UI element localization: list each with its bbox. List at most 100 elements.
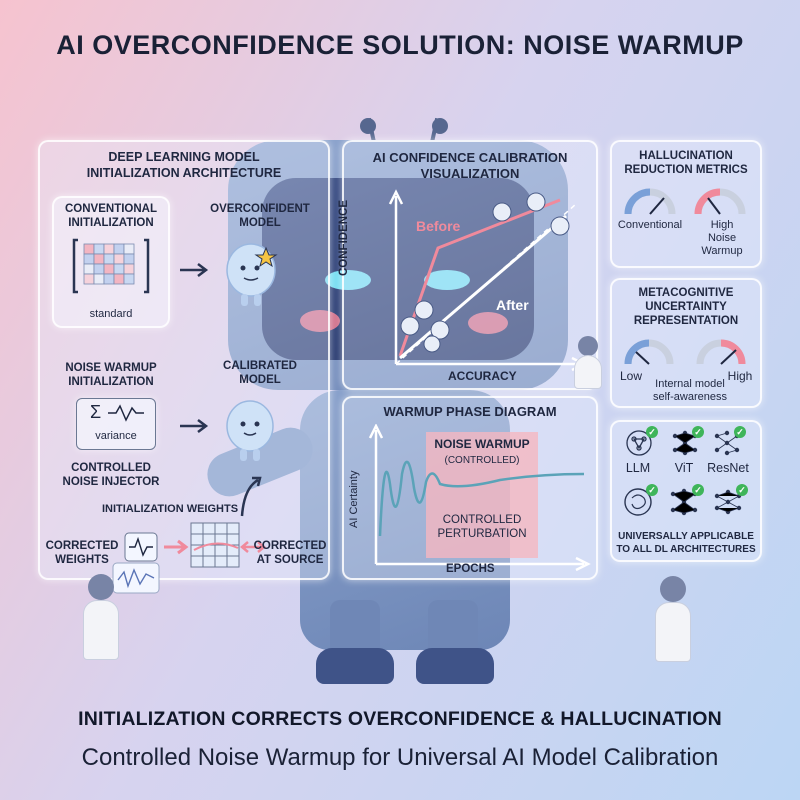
corrected-at-source-title-2: AT SOURCE bbox=[256, 554, 324, 566]
scientist-left-head bbox=[88, 574, 114, 600]
calibrated-model-title-2: MODEL bbox=[239, 374, 281, 386]
hallucination-panel-title-1: HALLUCINATION bbox=[639, 150, 733, 162]
noise-injector-box bbox=[76, 398, 156, 450]
check-icon: ✓ bbox=[734, 426, 746, 438]
initialization-panel-title-1: DEEP LEARNING MODEL bbox=[108, 150, 260, 164]
arrow-right-icon bbox=[180, 419, 209, 433]
robot-cheek-left bbox=[300, 310, 340, 332]
scientist-right-head bbox=[660, 576, 686, 602]
gauge-right-label-1: High bbox=[710, 219, 734, 231]
sigma-symbol: Σ bbox=[90, 402, 102, 422]
metacognitive-panel bbox=[610, 278, 762, 408]
gauge-noise-warmup-icon bbox=[694, 188, 746, 215]
certainty-curve bbox=[378, 460, 585, 537]
scientist-small-head bbox=[578, 336, 598, 356]
weight-grid-icon bbox=[190, 522, 240, 568]
footer-headline: INITIALIZATION CORRECTS OVERCONFIDENCE &… bbox=[78, 708, 722, 730]
calibrated-model-icon bbox=[226, 400, 274, 461]
before-label: Before bbox=[416, 218, 461, 234]
robot-foot-right bbox=[416, 648, 494, 684]
calibration-visualization-panel bbox=[342, 140, 598, 390]
check-icon: ✓ bbox=[646, 484, 658, 496]
robot-eye-left bbox=[325, 270, 371, 290]
noise-warmup-band bbox=[426, 432, 538, 558]
calibration-chart bbox=[388, 189, 587, 372]
conventional-title-1: CONVENTIONAL bbox=[65, 203, 157, 215]
layered-network-icon bbox=[714, 489, 742, 515]
initialization-panel-title-2: INITIALIZATION ARCHITECTURE bbox=[86, 166, 282, 180]
waveform-icon bbox=[108, 404, 144, 422]
warmup-y-label: AI Certainty bbox=[348, 470, 360, 528]
calibration-panel-title-2: VISUALIZATION bbox=[420, 166, 520, 181]
warmup-noise-title-2: (CONTROLLED) bbox=[444, 455, 520, 466]
warmup-x-label: EPOCHS bbox=[446, 563, 495, 575]
arrow-left-right-icon bbox=[240, 541, 266, 553]
gauge-low-icon bbox=[624, 339, 674, 365]
check-icon: ✓ bbox=[736, 484, 748, 496]
metacognitive-title-2: UNCERTAINTY bbox=[645, 301, 727, 313]
warmup-chart bbox=[368, 424, 591, 572]
arrow-right-icon bbox=[180, 263, 209, 277]
scientist-right-body bbox=[655, 602, 691, 662]
arrow-right-icon bbox=[164, 539, 189, 555]
corrected-weights-title-1: CORRECTED bbox=[45, 540, 119, 552]
page-title: AI OVERCONFIDENCE SOLUTION: NOISE WARMUP bbox=[56, 30, 744, 60]
check-icon: ✓ bbox=[692, 484, 704, 496]
robot-foot-left bbox=[316, 648, 394, 684]
perturbation-title-1: CONTROLLED bbox=[442, 514, 522, 526]
noise-warmup-title-1: NOISE WARMUP bbox=[65, 362, 157, 374]
feedback-arrow-icon bbox=[240, 476, 262, 517]
gauge-left-label: Conventional bbox=[617, 219, 683, 231]
robot-antenna-right-ball bbox=[432, 118, 448, 134]
hallucination-panel-title-2: REDUCTION METRICS bbox=[624, 164, 748, 176]
footer-subtitle: Controlled Noise Warmup for Universal AI… bbox=[81, 744, 719, 771]
calibrated-model-title-1: CALIBRATED bbox=[223, 360, 297, 372]
gauge-right-label-3: Warmup bbox=[701, 245, 743, 257]
corrected-weights-title-2: WEIGHTS bbox=[55, 554, 109, 566]
check-icon: ✓ bbox=[692, 426, 704, 438]
calibration-x-label: ACCURACY bbox=[448, 369, 517, 383]
initialization-weights-label: INITIALIZATION WEIGHTS bbox=[101, 503, 239, 515]
metacognitive-title-1: METACOGNITIVE bbox=[638, 287, 734, 299]
brain-network-icon bbox=[624, 488, 652, 516]
corrected-at-source-title-1: CORRECTED bbox=[253, 540, 327, 552]
overconfident-model-icon bbox=[226, 243, 278, 306]
weight-matrix-icon bbox=[72, 238, 150, 294]
noise-warmup-title-2: INITIALIZATION bbox=[68, 376, 154, 388]
metacognitive-caption-1: Internal model bbox=[655, 378, 725, 390]
after-curve bbox=[399, 214, 567, 360]
calibration-y-label: CONFIDENCE bbox=[338, 199, 350, 276]
warmup-noise-title-1: NOISE WARMUP bbox=[434, 437, 530, 451]
conventional-title-2: INITIALIZATION bbox=[68, 217, 154, 229]
metacognitive-high-label: High bbox=[727, 369, 753, 383]
gauge-right-label-2: Noise bbox=[707, 232, 737, 244]
robot-cheek-right bbox=[468, 312, 508, 334]
check-icon: ✓ bbox=[646, 426, 658, 438]
variance-label: variance bbox=[95, 430, 137, 442]
injector-title-2: NOISE INJECTOR bbox=[62, 476, 160, 488]
signal-card-icon bbox=[112, 562, 160, 594]
after-label: After bbox=[496, 297, 529, 313]
metacognitive-title-3: REPRESENTATION bbox=[633, 315, 739, 327]
overconfident-model-title-1: OVERCONFIDENT bbox=[210, 203, 310, 215]
calibration-panel-title-1: AI CONFIDENCE CALIBRATION bbox=[372, 150, 568, 165]
vit-network-icon bbox=[672, 430, 698, 456]
noise-wave-icon bbox=[124, 532, 158, 562]
architecture-llm-label: LLM bbox=[625, 461, 651, 475]
standard-label: standard bbox=[89, 308, 133, 320]
llm-network-icon bbox=[626, 430, 652, 456]
metacognitive-caption-2: self-awareness bbox=[653, 391, 727, 403]
gauge-conventional-icon bbox=[624, 188, 676, 215]
overconfident-model-title-2: MODEL bbox=[239, 217, 281, 229]
architectures-caption-2: TO ALL DL ARCHITECTURES bbox=[616, 544, 756, 555]
scientist-left-body bbox=[83, 600, 119, 660]
architecture-resnet-label: ResNet bbox=[707, 461, 749, 475]
perturbation-title-2: PERTURBATION bbox=[437, 528, 527, 540]
gauge-high-icon bbox=[696, 339, 746, 365]
robot-antenna-left-ball bbox=[360, 118, 376, 134]
scientist-small-body bbox=[574, 355, 602, 389]
metacognitive-low-label: Low bbox=[619, 369, 642, 383]
architecture-vit-label: ViT bbox=[674, 461, 694, 475]
injector-title-1: CONTROLLED bbox=[71, 462, 151, 474]
architectures-caption-1: UNIVERSALLY APPLICABLE bbox=[618, 531, 754, 542]
